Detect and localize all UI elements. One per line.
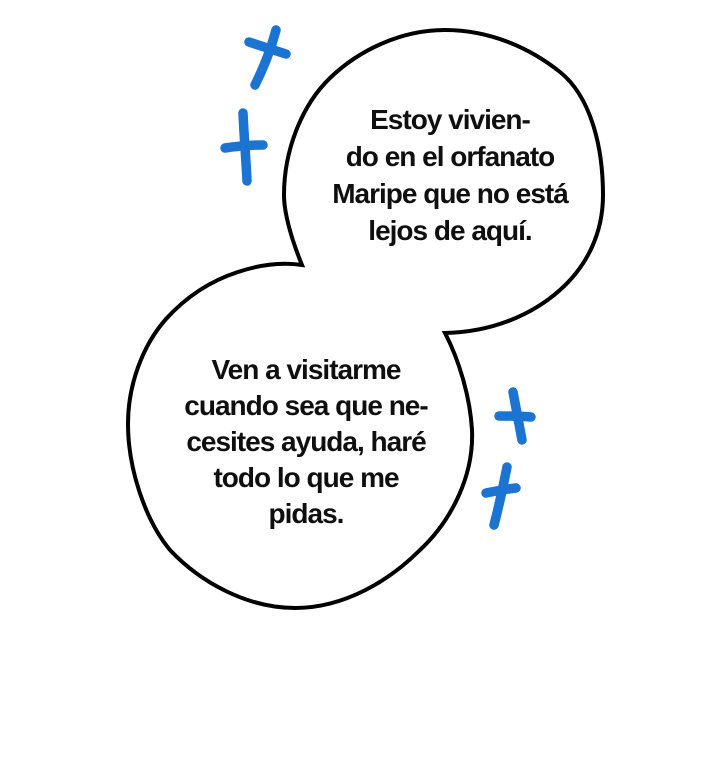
dialogue-line: lejos de aquí. <box>368 215 532 246</box>
merged-speech-bubble-outline <box>125 27 606 611</box>
dialogue-line: cuando sea que ne- <box>184 390 428 421</box>
dialogue-line: pidas. <box>268 498 345 529</box>
sparkle-cross-icon <box>220 108 268 186</box>
dialogue-line: do en el orfanato <box>345 141 556 172</box>
sparkle-cross-icon <box>481 462 521 530</box>
top-bubble-dialogue: Estoy vivien- do en el orfanato Maripe q… <box>270 101 630 249</box>
dialogue-line: cesites ayuda, haré <box>186 426 426 457</box>
dialogue-line: Maripe que no está <box>332 178 569 209</box>
sparkle-cross-icon <box>244 25 291 90</box>
sparkle-cross-icon <box>494 387 536 445</box>
dialogue-line: Estoy vivien- <box>370 104 531 135</box>
sparkle-group <box>220 25 536 530</box>
bottom-bubble-dialogue: Ven a visitarme cuando sea que ne- cesit… <box>126 352 486 532</box>
dialogue-line: todo lo que me <box>213 462 399 493</box>
dialogue-line: Ven a visitarme <box>211 354 402 385</box>
